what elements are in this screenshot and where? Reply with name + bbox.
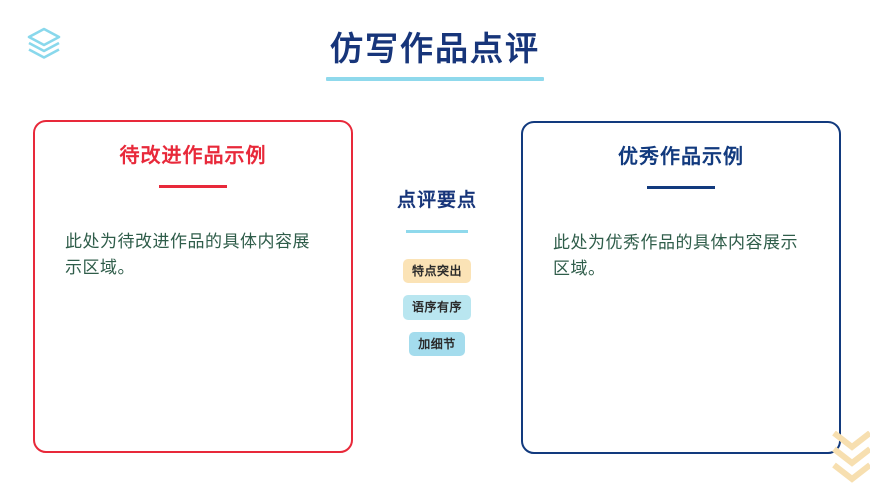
review-points-underline xyxy=(406,229,468,233)
page-title: 仿写作品点评 xyxy=(0,30,870,81)
review-tag[interactable]: 加细节 xyxy=(409,331,465,356)
layers-stack-icon xyxy=(22,22,66,66)
review-points-tag-list: 特点突出 语序有序 加细节 xyxy=(363,258,511,356)
card-body-excellent: 此处为优秀作品的具体内容展示区域。 xyxy=(553,233,798,279)
card-header: 待改进作品示例 xyxy=(35,122,351,188)
page-title-text: 仿写作品点评 xyxy=(330,30,540,67)
card-header: 优秀作品示例 xyxy=(523,123,839,189)
review-points-title: 点评要点 xyxy=(396,190,477,211)
card-title-excellent: 优秀作品示例 xyxy=(618,146,744,168)
page-title-underline xyxy=(326,76,544,81)
review-tag[interactable]: 语序有序 xyxy=(402,295,471,320)
card-title-underline xyxy=(647,186,715,189)
card-title-needs-improvement: 待改进作品示例 xyxy=(119,145,267,167)
card-title-underline xyxy=(159,185,227,188)
review-tag[interactable]: 特点突出 xyxy=(402,258,471,284)
card-needs-improvement: 待改进作品示例 此处为待改进作品的具体内容展示区域。 xyxy=(33,120,353,453)
review-points-column: 点评要点 特点突出 语序有序 加细节 xyxy=(363,190,511,356)
card-excellent: 优秀作品示例 此处为优秀作品的具体内容展示区域。 xyxy=(521,121,841,454)
card-body-needs-improvement: 此处为待改进作品的具体内容展示区域。 xyxy=(65,232,310,278)
